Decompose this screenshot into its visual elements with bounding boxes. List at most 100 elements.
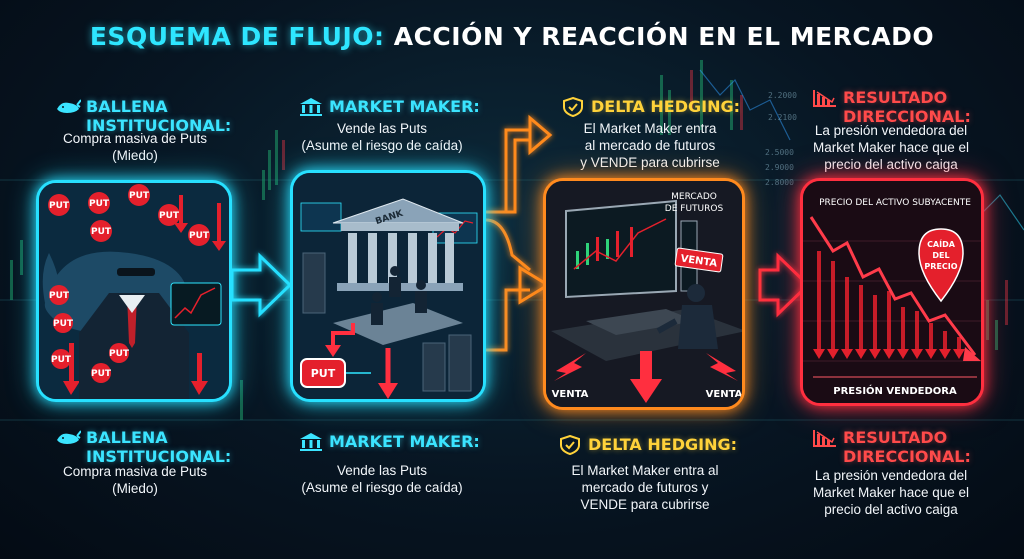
market-maker-desc-bottom-line2: (Asume el riesgo de caída) <box>301 480 463 495</box>
pin-line2: DEL <box>932 251 949 260</box>
arrow-bank-to-hedging <box>485 114 553 352</box>
market-maker-desc-line2: (Asume el riesgo de caída) <box>301 138 463 153</box>
bank-panel: BANK PUT <box>290 170 486 402</box>
bank-icon <box>300 98 322 116</box>
result-heading-bottom-line2: DIRECCIONAL: <box>843 447 971 466</box>
title-prefix: ESQUEMA DE FLUJO: <box>89 22 385 51</box>
put-ball: PUT <box>128 184 150 206</box>
svg-text:PUT: PUT <box>91 369 112 379</box>
page-title: ESQUEMA DE FLUJO: ACCIÓN Y REACCIÓN EN E… <box>0 22 1024 51</box>
svg-text:PUT: PUT <box>159 211 180 221</box>
ticker-value: 2.8000 <box>765 178 794 187</box>
svg-text:PUT: PUT <box>91 227 112 237</box>
futures-label-line2: DE FUTUROS <box>665 204 724 214</box>
arrow-whale-to-bank <box>230 252 293 318</box>
svg-text:PUT: PUT <box>89 199 110 209</box>
step-result-heading: RESULTADO DIRECCIONAL: <box>812 88 971 126</box>
put-ball: PUT <box>109 343 130 363</box>
result-chart-title: PRECIO DEL ACTIVO SUBYACENTE <box>819 198 971 208</box>
step-whale-heading: BALLENA INSTITUCIONAL: <box>55 97 231 135</box>
falling-chart-icon <box>813 90 836 107</box>
futures-sell-right: VENTA <box>706 389 743 400</box>
ticker-value: 2.5000 <box>765 148 794 157</box>
whale-heading-line1: BALLENA <box>86 97 168 116</box>
whale-icon <box>57 99 81 113</box>
step-hedging-heading: DELTA HEDGING: <box>560 97 740 117</box>
whale-desc-bottom-line1: Compra masiva de Puts <box>62 464 208 479</box>
svg-text:PUT: PUT <box>109 349 130 359</box>
svg-text:PUT: PUT <box>49 291 70 301</box>
whale-illustration: PUT PUT PUT PUT PUT PUT PUT PUT PUT PUT … <box>39 183 229 399</box>
shield-icon <box>560 435 580 455</box>
ticker-value: 2.2000 <box>768 91 797 100</box>
hedging-heading-bottom-text: DELTA HEDGING: <box>588 435 737 454</box>
bank-put-label: PUT <box>311 367 336 380</box>
hedging-desc-bottom-line2: mercado de futuros y <box>581 480 709 495</box>
step-market-maker-desc: Vende las Puts (Asume el riesgo de caída… <box>282 120 482 154</box>
market-maker-heading-bottom-text: MARKET MAKER: <box>329 432 480 451</box>
step-whale-desc-bottom: Compra masiva de Puts (Miedo) <box>40 463 230 497</box>
result-illustration: CAÍDA DEL PRECIO PRECIO DEL ACTIVO SUBYA… <box>803 181 981 403</box>
put-ball: PUT <box>188 224 210 246</box>
step-market-maker-heading: MARKET MAKER: <box>298 97 480 117</box>
result-desc-line3: precio del activo caiga <box>824 157 958 172</box>
put-ball: PUT <box>48 194 70 216</box>
market-maker-desc-line1: Vende las Puts <box>336 121 428 136</box>
hedging-desc-line3: y VENDE para cubrirse <box>580 155 720 170</box>
svg-text:PUT: PUT <box>129 191 150 201</box>
put-ball: PUT <box>53 313 74 333</box>
step-whale-heading-bottom: BALLENA INSTITUCIONAL: <box>55 428 231 466</box>
step-hedging-desc: El Market Maker entra al mercado de futu… <box>545 120 755 171</box>
put-label: PUT <box>49 201 70 211</box>
ticker-value: 2.2100 <box>768 113 797 122</box>
step-result-heading-bottom: RESULTADO DIRECCIONAL: <box>812 428 971 466</box>
shield-icon <box>563 97 583 117</box>
result-heading-line2: DIRECCIONAL: <box>843 107 971 126</box>
put-ball: PUT <box>49 285 70 305</box>
futures-illustration: MERCADO DE FUTUROS VENTA VENTA VENTA <box>546 181 743 407</box>
put-ball: PUT <box>51 349 72 369</box>
step-whale-desc: Compra masiva de Puts (Miedo) <box>40 130 230 164</box>
put-ball: PUT <box>158 204 180 226</box>
result-desc-bottom-line3: precio del activo caiga <box>824 502 958 517</box>
result-desc-line2: Market Maker hace que el <box>812 140 970 155</box>
whale-icon <box>57 430 81 444</box>
hedging-desc-bottom-line1: El Market Maker entra al <box>571 463 719 478</box>
futures-sell-left: VENTA <box>552 389 589 400</box>
step-hedging-heading-bottom: DELTA HEDGING: <box>557 435 737 455</box>
hedging-desc-line1: El Market Maker entra <box>583 121 717 136</box>
whale-heading-bottom-line2: INSTITUCIONAL: <box>86 447 232 466</box>
svg-text:PUT: PUT <box>51 355 72 365</box>
whale-panel: PUT PUT PUT PUT PUT PUT PUT PUT PUT PUT … <box>36 180 232 402</box>
arrow-hedging-to-result <box>758 252 811 318</box>
whale-heading-bottom-line1: BALLENA <box>86 428 168 447</box>
result-footer: PRESIÓN VENDEDORA <box>833 384 957 397</box>
market-maker-heading-text: MARKET MAKER: <box>329 97 480 116</box>
result-desc-bottom-line1: La presión vendedora del <box>814 468 968 483</box>
hedging-desc-bottom-line3: VENDE para cubrirse <box>580 497 710 512</box>
result-desc-line1: La presión vendedora del <box>814 123 968 138</box>
pin-line3: PRECIO <box>924 262 957 271</box>
put-ball: PUT <box>91 363 112 383</box>
market-maker-desc-bottom-line1: Vende las Puts <box>336 463 428 478</box>
step-market-maker-desc-bottom: Vende las Puts (Asume el riesgo de caída… <box>282 462 482 496</box>
hedging-desc-line2: al mercado de futuros <box>584 138 716 153</box>
whale-heading-line2: INSTITUCIONAL: <box>86 116 232 135</box>
title-suffix: ACCIÓN Y REACCIÓN EN EL MERCADO <box>384 22 935 51</box>
step-hedging-desc-bottom: El Market Maker entra al mercado de futu… <box>535 462 755 513</box>
falling-chart-icon <box>813 430 836 447</box>
bank-icon <box>300 433 322 451</box>
svg-text:PUT: PUT <box>189 231 210 241</box>
whale-desc-bottom-line2: (Miedo) <box>112 481 158 496</box>
put-ball: PUT <box>88 192 110 214</box>
result-heading-bottom-line1: RESULTADO <box>843 428 948 447</box>
whale-desc-line1: Compra masiva de Puts <box>62 131 208 146</box>
ticker-value: 2.9000 <box>765 163 794 172</box>
pin-line1: CAÍDA <box>927 238 956 249</box>
hedging-heading-text: DELTA HEDGING: <box>591 97 740 116</box>
step-result-desc: La presión vendedora del Market Maker ha… <box>796 122 986 173</box>
svg-text:PUT: PUT <box>53 319 74 329</box>
result-panel: CAÍDA DEL PRECIO PRECIO DEL ACTIVO SUBYA… <box>800 178 984 406</box>
step-market-maker-heading-bottom: MARKET MAKER: <box>298 432 480 452</box>
